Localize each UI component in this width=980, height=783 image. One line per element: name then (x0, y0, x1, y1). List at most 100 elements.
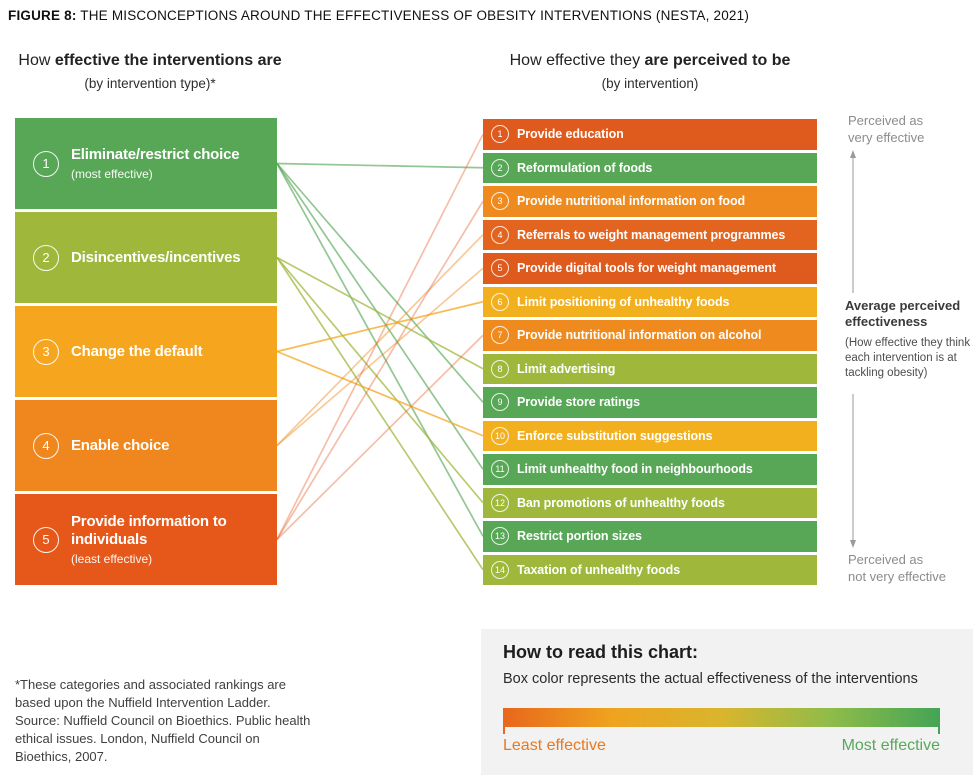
intervention-label: Provide nutritional information on food (517, 194, 746, 209)
rank-circle-badge: 5 (33, 526, 59, 553)
intervention-type-label: Disincentives/incentives (71, 248, 241, 266)
perceived-rank-circle: 9 (491, 393, 509, 412)
perceived-rank-circle: 11 (491, 460, 509, 479)
block-text: Change the default (71, 343, 203, 361)
how-to-read-box: How to read this chart: Box color repres… (481, 629, 973, 775)
average-perceived-effectiveness-note: (How effective they think each intervent… (845, 337, 971, 379)
type-to-intervention-line (276, 200, 484, 540)
perceived-rank-circle: 2 (491, 158, 509, 177)
perceived-rank-circle: 10 (491, 426, 509, 445)
intervention-type-block: 4 Enable choice (15, 400, 277, 491)
perceived-rank-circle: 3 (491, 192, 509, 211)
intervention-row: 3 Provide nutritional information on food (483, 186, 817, 217)
type-to-intervention-line (276, 267, 484, 447)
right-heading-line: How effective they are perceived to be (478, 52, 822, 70)
intervention-label: Restrict portion sizes (517, 529, 642, 544)
intervention-row: 2 Reformulation of foods (483, 152, 817, 183)
type-to-intervention-line (276, 300, 484, 353)
perceived-rank-circle: 4 (491, 225, 509, 244)
type-to-intervention-line (276, 256, 484, 370)
how-to-read-title: How to read this chart: (503, 642, 699, 662)
type-to-intervention-line (276, 334, 484, 541)
perceived-effectiveness-list: 1 Provide education 2 Reformulation of food… (483, 119, 817, 585)
intervention-label: Enforce substitution suggestions (517, 428, 713, 443)
type-to-intervention-line (276, 163, 484, 470)
intervention-label: Limit positioning of unhealthy foods (517, 294, 730, 309)
intervention-row: 7 Provide nutritional information on alco… (483, 320, 817, 351)
perceived-rank-circle: 1 (491, 125, 509, 144)
rank-circle-badge: 1 (33, 150, 59, 177)
intervention-row: 12 Ban promotions of unhealthy foods (483, 487, 817, 518)
intervention-type-ladder: 1 Eliminate/restrict choice (most effectiv… (15, 118, 277, 585)
right-heading-regular: How effective they (509, 52, 645, 69)
intervention-label: Provide education (517, 127, 624, 142)
right-column-heading: How effective they are perceived to be (… (478, 52, 822, 91)
rank-circle-badge: 4 (33, 432, 59, 459)
figure-number: FIGURE 8: (8, 8, 77, 23)
effectiveness-gradient-bar (503, 708, 940, 727)
type-to-intervention-line (276, 162, 484, 403)
gradient-labels: Least effective Most effective (503, 737, 940, 755)
type-to-intervention-line (276, 350, 484, 437)
intervention-row: 4 Referrals to weight management programm… (483, 219, 817, 250)
type-to-intervention-line (276, 234, 484, 447)
perceived-rank-circle: 14 (491, 560, 509, 579)
block-text: Eliminate/restrict choice (most effective… (71, 146, 240, 181)
intervention-type-block: 5 Provide information to individuals (leas… (15, 494, 277, 585)
intervention-label: Provide nutritional information on alcoh… (517, 328, 762, 343)
type-to-intervention-line (276, 162, 484, 169)
left-subheading: (by intervention type)* (84, 76, 216, 91)
intervention-label: Taxation of unhealthy foods (517, 562, 681, 577)
left-heading-line: How effective the interventions are (0, 52, 300, 70)
intervention-type-sublabel: (least effective) (71, 551, 153, 566)
perceived-very-effective-label: Perceived as very effective (848, 113, 925, 146)
average-perceived-effectiveness-label: Average perceived effectiveness (845, 298, 961, 330)
intervention-label: Limit unhealthy food in neighbourhoods (517, 462, 753, 477)
how-to-read-body: Box color represents the actual effectiv… (503, 671, 918, 687)
type-to-intervention-line (276, 256, 484, 504)
intervention-row: 13 Restrict portion sizes (483, 521, 817, 552)
intervention-type-block: 1 Eliminate/restrict choice (most effectiv… (15, 118, 277, 209)
figure-title: FIGURE 8: THE MISCONCEPTIONS AROUND THE … (8, 8, 749, 23)
left-heading-bold: effective the interventions are (54, 52, 282, 69)
intervention-type-label: Provide information to individuals (71, 513, 227, 548)
gradient-right-tick (938, 727, 940, 734)
type-to-intervention-line (276, 257, 484, 571)
intervention-label: Provide store ratings (517, 395, 640, 410)
rank-circle-badge: 2 (33, 244, 59, 271)
figure-title-text: THE MISCONCEPTIONS AROUND THE EFFECTIVEN… (76, 8, 750, 23)
type-to-intervention-line (276, 133, 484, 540)
left-heading-regular: How (18, 52, 55, 69)
perception-axis-arrowhead (850, 540, 856, 548)
intervention-type-sublabel: (most effective) (71, 166, 153, 181)
perception-axis-arrowhead (850, 150, 856, 158)
intervention-row: 10 Enforce substitution suggestions (483, 420, 817, 451)
intervention-row: 14 Taxation of unhealthy foods (483, 554, 817, 585)
type-to-intervention-line (276, 163, 484, 537)
perceived-rank-circle: 5 (491, 259, 509, 278)
intervention-type-label: Eliminate/restrict choice (71, 146, 240, 164)
intervention-row: 1 Provide education (483, 119, 817, 150)
block-text: Enable choice (71, 437, 169, 455)
left-column-heading: How effective the interventions are (by … (0, 52, 300, 91)
intervention-row: 9 Provide store ratings (483, 387, 817, 418)
block-text: Provide information to individuals (least… (71, 513, 277, 565)
most-effective-label: Most effective (841, 737, 940, 754)
intervention-label: Referrals to weight management programme… (517, 227, 786, 242)
perceived-rank-circle: 12 (491, 493, 509, 512)
least-effective-label: Least effective (503, 737, 606, 754)
perceived-rank-circle: 7 (491, 326, 509, 345)
perceived-rank-circle: 8 (491, 359, 509, 378)
intervention-label: Ban promotions of unhealthy foods (517, 495, 725, 510)
intervention-label: Reformulation of foods (517, 160, 653, 175)
perceived-rank-circle: 13 (491, 527, 509, 546)
right-subheading: (by intervention) (601, 76, 699, 91)
block-text: Disincentives/incentives (71, 248, 241, 267)
gradient-left-tick (503, 727, 505, 734)
